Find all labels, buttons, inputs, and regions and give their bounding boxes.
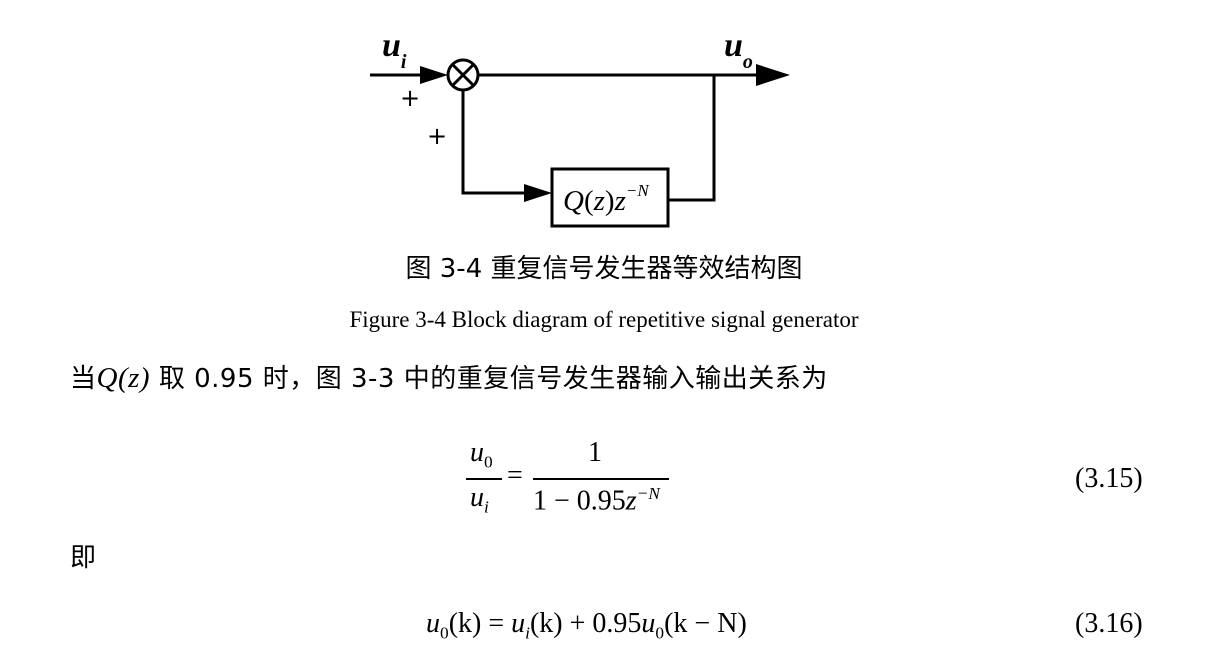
body-text-qz: Q(z): [96, 362, 151, 394]
delay-block-label: Q(z)z−N: [563, 181, 650, 217]
delay-block: [550, 167, 670, 228]
block-diagram: Q(z)z−N ui uo + +: [370, 27, 790, 228]
eq315-rhs-numerator: 1: [588, 437, 602, 468]
input-label: ui: [382, 27, 407, 73]
feedback-line-right: [668, 75, 716, 202]
plus-sign-input: +: [400, 84, 420, 112]
eq315-equals: =: [507, 460, 523, 491]
summing-junction: [446, 58, 480, 92]
eq315-number: (3.15): [1075, 463, 1143, 494]
eq315-rhs-fraction-bar: [533, 478, 669, 480]
figure-caption-zh: 图 3-4 重复信号发生器等效结构图: [405, 254, 803, 284]
eq315-lhs-denominator: ui: [470, 482, 489, 517]
body-text-rest: 取 0.95 时，图 3-3 中的重复信号发生器输入输出关系为: [150, 364, 828, 394]
plus-sign-feedback: +: [427, 122, 447, 150]
figure-caption-en: Figure 3-4 Block diagram of repetitive s…: [349, 307, 859, 332]
output-arrowhead: [756, 64, 790, 86]
body-text-when: 当: [70, 364, 97, 394]
body-paragraph: 当Q(z) 取 0.95 时，图 3-3 中的重复信号发生器输入输出关系为: [70, 358, 828, 395]
eq315-lhs-fraction-bar: [466, 478, 502, 480]
input-arrowhead: [420, 66, 448, 84]
body-text-ji: 即: [70, 543, 97, 573]
feedback-line-left: [461, 90, 526, 195]
feedback-arrowhead: [524, 184, 552, 202]
eq316-expression: u0(k) = ui(k) + 0.95u0(k − N): [426, 608, 747, 643]
eq315-rhs-denominator: 1 − 0.95z−N: [533, 484, 660, 517]
eq316-number: (3.16): [1075, 608, 1143, 639]
output-label: uo: [724, 27, 753, 73]
eq315-lhs-numerator: u0: [470, 437, 493, 472]
